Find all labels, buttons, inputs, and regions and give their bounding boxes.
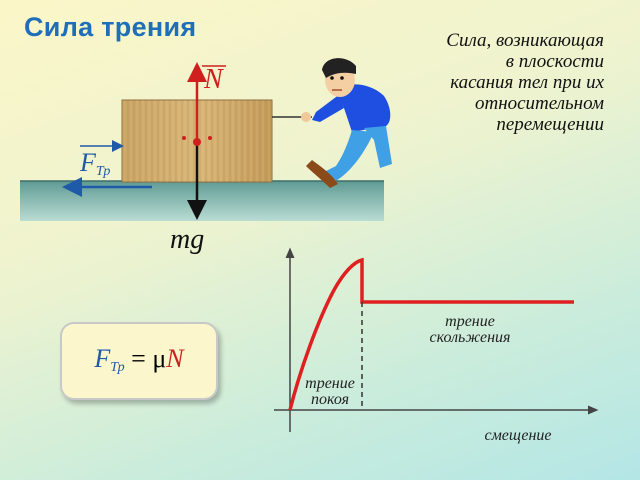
contact-dot: [182, 136, 186, 140]
static-label-line: трение: [305, 375, 355, 392]
definition-text: Сила, возникающая в плоскости касания те…: [374, 30, 604, 135]
definition-line: в плоскости: [505, 51, 604, 72]
formula-equals: =: [124, 344, 153, 373]
gravity-label: mg: [170, 224, 205, 255]
formula-mu: μ: [152, 344, 167, 373]
x-axis-label: смещение: [484, 427, 552, 444]
normal-force-label: N: [204, 64, 223, 95]
page-title: Сила трения: [24, 12, 197, 42]
definition-line: Сила, возникающая: [446, 30, 604, 51]
friction-formula: FТр = μN: [62, 344, 216, 376]
friction-force-label: FТр: [80, 148, 110, 180]
static-label-line: покоя: [310, 391, 350, 408]
friction-letter: F: [80, 148, 96, 177]
static-friction-curve: [288, 257, 574, 411]
formula-card: FТр = μN: [60, 322, 218, 400]
formula-subscript: Тр: [110, 360, 125, 375]
formula-n: N: [166, 344, 184, 373]
definition-line: перемещении: [496, 114, 604, 135]
sliding-label-line: трение: [445, 313, 495, 330]
sliding-label-line: скольжения: [429, 329, 511, 346]
static-friction-label: трение покоя: [296, 376, 364, 408]
contact-dot: [208, 136, 212, 140]
center-of-mass-dot: [193, 138, 201, 146]
sliding-friction-label: трение скольжения: [400, 314, 540, 346]
formula-f: F: [94, 344, 111, 373]
definition-line: касания тел при их: [450, 72, 604, 93]
person-pulling-icon: [301, 58, 392, 188]
definition-line: относительном: [474, 93, 604, 114]
friction-subscript: Тр: [95, 164, 111, 179]
